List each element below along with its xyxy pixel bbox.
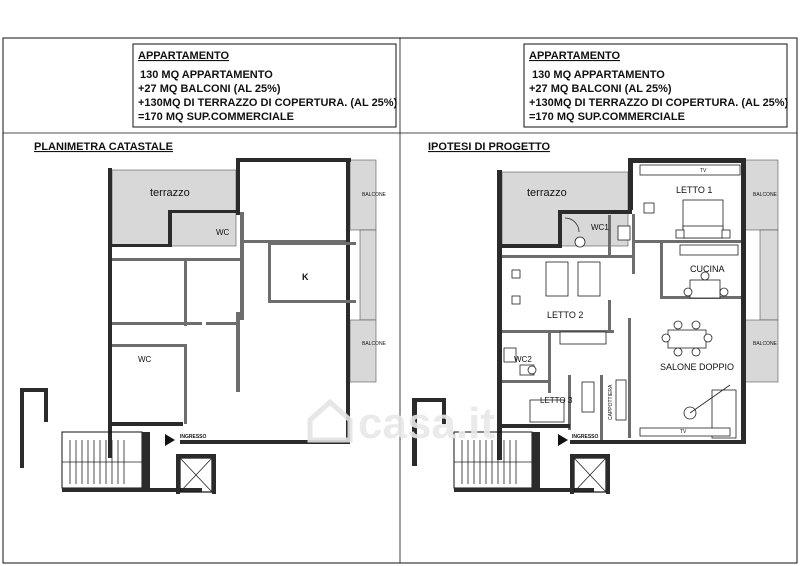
dining-table-icon [689,279,721,299]
left-box-line-2: +27 MQ BALCONI (AL 25%) [138,83,281,95]
left-wc-bottom-label: WC [138,355,152,364]
tv-label-top: TV [700,168,707,174]
left-terrazzo-label: terrazzo [150,187,190,199]
right-box-line-1: 130 MQ APPARTAMENTO [532,69,665,81]
left-balcone-top-label: BALCONE [362,192,387,198]
left-balcone-bottom-label: BALCONE [362,341,387,347]
left-section-title: PLANIMETRA CATASTALE [34,141,173,153]
left-box-line-1: 130 MQ APPARTAMENTO [140,69,273,81]
letto3-label: LETTO 3 [540,396,573,405]
right-balcone-top [743,159,779,231]
right-area-summary-box: APPARTAMENTO 130 MQ APPARTAMENTO +27 MQ … [523,43,789,128]
right-balcone-bottom [743,319,779,383]
right-box-line-4: =170 MQ SUP.COMMERCIALE [529,111,685,123]
house-logo-icon [307,398,353,443]
right-box-line-3: +130MQ DI TERRAZZO DI COPERTURA. (AL 25%… [529,97,789,109]
left-ingresso-label: INGRESSO [180,434,207,440]
left-wc-top-label: WC [216,228,230,237]
wc1-label: WC1 [591,223,609,232]
left-k-label: K [302,272,309,282]
left-terrace [111,169,237,247]
left-box-line-4: =170 MQ SUP.COMMERCIALE [138,111,294,123]
cucina-label: CUCINA [690,264,725,274]
right-box-line-2: +27 MQ BALCONI (AL 25%) [529,83,672,95]
toilet-icon [574,236,586,248]
wc2-label: WC2 [514,355,532,364]
right-balcone-top-label: BALCONE [753,192,778,198]
left-box-title: APPARTAMENTO [138,50,230,62]
right-floor-plan: terrazzo LETTO 1 WC1 CUCINA LETTO 2 WC2 … [412,158,779,494]
right-ingresso-label: INGRESSO [572,434,599,440]
letto2-label: LETTO 2 [547,310,583,320]
left-box-line-3: +130MQ DI TERRAZZO DI COPERTURA. (AL 25%… [138,97,398,109]
left-area-summary-box: APPARTAMENTO 130 MQ APPARTAMENTO +27 MQ … [132,43,398,128]
left-balcony-bottom [349,319,377,383]
right-terrazzo-label: terrazzo [527,187,567,199]
single-bed-icon [545,261,569,297]
kitchen-counter-icon [679,244,739,256]
salone-label: SALONE DOPPIO [660,362,734,372]
cappottiera-label: CAPPOTTIERA [608,384,614,420]
left-floor-plan: terrazzo WC K WC BALCONE BALCONE INGRESS… [20,158,387,494]
letto1-label: LETTO 1 [676,185,712,195]
watermark-text: casa.it [358,399,495,448]
table-icon [667,329,707,349]
right-terrace [501,171,629,247]
tv-label-bottom: TV [680,429,687,435]
right-box-title: APPARTAMENTO [529,50,621,62]
right-balcone-bottom-label: BALCONE [753,341,778,347]
right-section-title: IPOTESI DI PROGETTO [428,141,550,153]
casa-it-watermark: casa.it [307,398,495,448]
